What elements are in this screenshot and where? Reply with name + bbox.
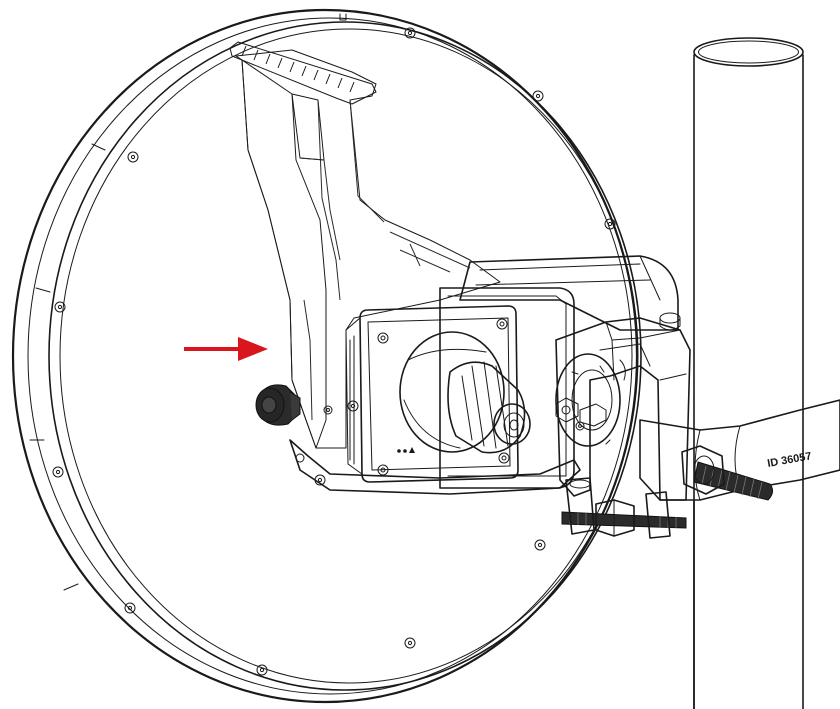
adjustment-knob-icon [255, 384, 301, 426]
lower-bolt [561, 477, 687, 539]
part-id-label: ID 36057 [766, 450, 812, 470]
alignment-bracket [229, 41, 501, 449]
pole-back [693, 37, 804, 709]
radio-unit [345, 305, 531, 483]
status-indicators [397, 447, 415, 453]
red-arrow-icon [184, 337, 268, 361]
feed-horn [399, 331, 531, 454]
dish-rivets [52, 27, 616, 676]
threaded-rod [681, 445, 774, 501]
parabolic-dish [11, 8, 642, 704]
grip-ridges [241, 45, 355, 93]
pole-clamp: ID 36057 [555, 312, 840, 539]
mount-housing [289, 255, 679, 495]
